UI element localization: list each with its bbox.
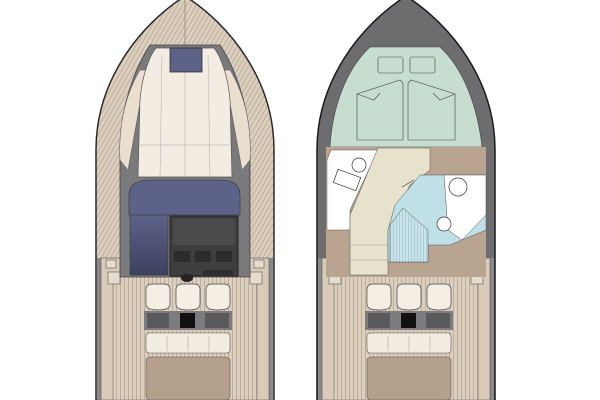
aft-cockpit bbox=[317, 257, 495, 400]
stove-icon bbox=[332, 168, 362, 192]
steering-wheel-icon bbox=[181, 274, 193, 282]
sink-icon bbox=[351, 157, 367, 173]
shower bbox=[389, 207, 429, 263]
forward-hatch bbox=[169, 47, 203, 73]
toilet-icon bbox=[436, 216, 452, 232]
helm-seat-bench bbox=[128, 179, 241, 216]
washbasin-icon bbox=[448, 177, 468, 197]
deck-plan-view bbox=[95, 0, 275, 400]
cabin-plan-view bbox=[316, 0, 496, 400]
